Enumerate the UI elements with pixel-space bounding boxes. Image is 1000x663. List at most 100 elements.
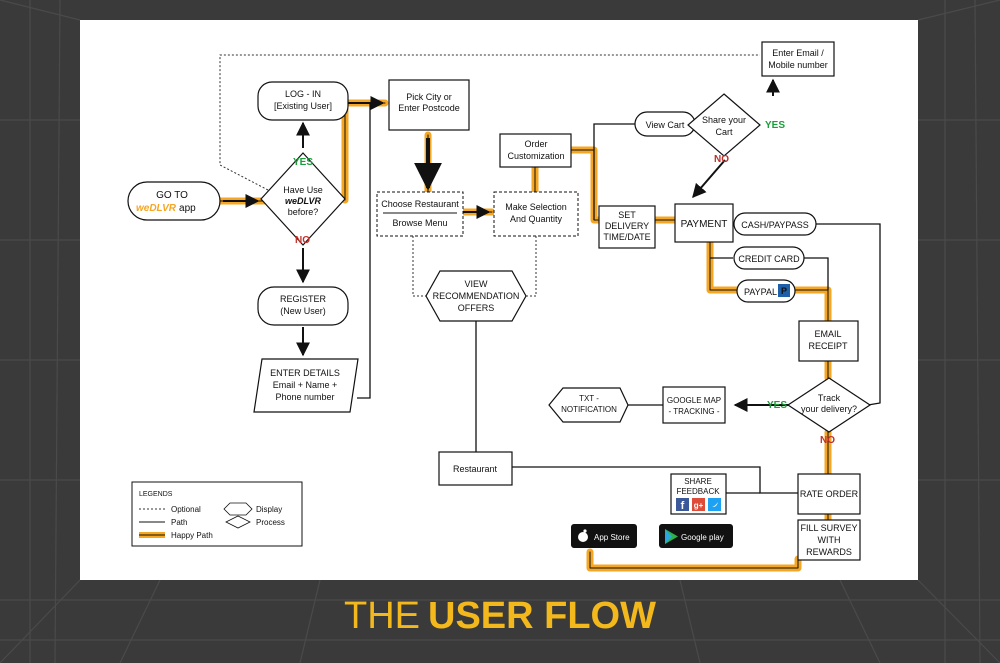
payment-node[interactable]: PAYMENT bbox=[674, 203, 734, 243]
google-map-tracking-node[interactable]: GOOGLE MAP - TRACKING - bbox=[662, 386, 726, 424]
enter-details-node[interactable]: ENTER DETAILS Email + Name + Phone numbe… bbox=[253, 358, 359, 413]
no-track-label: NO bbox=[820, 435, 835, 446]
paypal-node[interactable]: PAYPAL P bbox=[736, 279, 796, 303]
order-customization-node[interactable]: Order Customization bbox=[499, 133, 572, 168]
set-delivery-node[interactable]: SET DELIVERY TIME/DATE bbox=[598, 205, 656, 249]
twitter-icon[interactable] bbox=[708, 498, 721, 511]
share-feedback-node[interactable]: SHARE FEEDBACK f g+ bbox=[670, 473, 727, 515]
register-node[interactable]: REGISTER (New User) bbox=[257, 286, 349, 326]
make-selection-node[interactable]: Make Selection And Quantity bbox=[493, 191, 579, 237]
svg-text:f: f bbox=[681, 500, 685, 512]
txt-notification-node[interactable]: TXT - NOTIFICATION bbox=[548, 387, 629, 423]
paypal-icon-letter: P bbox=[781, 286, 787, 296]
facebook-icon[interactable] bbox=[676, 498, 689, 511]
track-label: Track bbox=[818, 393, 841, 403]
pick-city-node[interactable]: Pick City or Enter Postcode bbox=[388, 79, 470, 131]
enter-details-line3: Phone number bbox=[275, 392, 334, 402]
view-cart-label: View Cart bbox=[646, 120, 685, 130]
notification-label: NOTIFICATION bbox=[561, 405, 617, 414]
share-cart-decision[interactable]: Share your Cart bbox=[687, 93, 761, 157]
yes-track-label: YES bbox=[767, 400, 787, 411]
rate-order-node[interactable]: RATE ORDER bbox=[797, 473, 861, 515]
share-label: SHARE bbox=[684, 477, 712, 486]
email-label: EMAIL bbox=[814, 329, 841, 339]
restaurant-label: Restaurant bbox=[453, 464, 498, 474]
order-label: Order bbox=[524, 139, 547, 149]
track-delivery-decision[interactable]: Track your delivery? bbox=[786, 377, 872, 433]
login-label: LOG - IN bbox=[285, 89, 321, 99]
have-use-label: Have Use bbox=[283, 185, 323, 195]
register-sub: (New User) bbox=[280, 306, 326, 316]
app-store-badge[interactable]: App Store bbox=[571, 524, 637, 548]
choose-restaurant-node[interactable]: Choose Restaurant Browse Menu bbox=[376, 191, 464, 237]
have-use-brand: weDLVR bbox=[285, 196, 322, 206]
make-selection-sub: And Quantity bbox=[510, 214, 563, 224]
fill-survey-label: FILL SURVEY bbox=[800, 523, 857, 533]
rewards-label: REWARDS bbox=[806, 547, 852, 557]
legend-process: Process bbox=[256, 518, 285, 527]
paypal-label: PAYPAL bbox=[744, 287, 777, 297]
no-register-label: NO bbox=[295, 235, 310, 246]
legend-display: Display bbox=[256, 505, 282, 514]
restaurant-node[interactable]: Restaurant bbox=[438, 451, 513, 486]
apple-icon bbox=[578, 532, 588, 542]
go-to-tail: app bbox=[179, 203, 196, 214]
tracking-label: - TRACKING - bbox=[669, 407, 720, 416]
google-play-badge[interactable]: Google play bbox=[659, 524, 733, 548]
legend-happy-path: Happy Path bbox=[171, 531, 213, 540]
yes-share-label: YES bbox=[765, 120, 785, 131]
google-map-label: GOOGLE MAP bbox=[667, 396, 721, 405]
offers-label: OFFERS bbox=[458, 303, 495, 313]
view-recommendation-node[interactable]: VIEW RECOMMENDATION OFFERS bbox=[425, 270, 527, 322]
app-store-label: App Store bbox=[594, 533, 630, 542]
credit-card-node[interactable]: CREDIT CARD bbox=[733, 246, 805, 270]
cash-label: CASH/PAYPASS bbox=[741, 220, 809, 230]
payment-label: PAYMENT bbox=[681, 219, 728, 230]
fill-survey-node[interactable]: FILL SURVEY WITH REWARDS bbox=[797, 519, 861, 561]
google-play-label: Google play bbox=[681, 533, 724, 542]
feedback-label: FEEDBACK bbox=[676, 487, 720, 496]
rate-order-label: RATE ORDER bbox=[800, 489, 859, 499]
svg-text:g+: g+ bbox=[694, 501, 704, 510]
txt-label: TXT - bbox=[579, 394, 599, 403]
track-sub: your delivery? bbox=[801, 404, 857, 414]
set-label: SET bbox=[618, 210, 636, 220]
customization-label: Customization bbox=[507, 151, 564, 161]
choose-restaurant-label: Choose Restaurant bbox=[381, 199, 459, 209]
enter-email-label: Enter Email / bbox=[772, 48, 824, 58]
time-date-label: TIME/DATE bbox=[603, 232, 650, 242]
have-use-before: before? bbox=[288, 207, 319, 217]
have-use-decision[interactable]: Have Use weDLVR before? bbox=[260, 152, 346, 246]
enter-email-node[interactable]: Enter Email / Mobile number bbox=[761, 41, 835, 77]
login-node[interactable]: LOG - IN [Existing User] bbox=[257, 81, 349, 121]
page-title-bold: USER FLOW bbox=[428, 595, 656, 637]
legend-path: Path bbox=[171, 518, 187, 527]
page-title-light: THE bbox=[344, 595, 420, 637]
recommendation-label: RECOMMENDATION bbox=[433, 291, 520, 301]
login-sub: [Existing User] bbox=[274, 101, 332, 111]
receipt-label: RECEIPT bbox=[808, 341, 848, 351]
view-cart-node[interactable]: View Cart bbox=[634, 111, 696, 137]
go-to-brand: weDLVR bbox=[136, 203, 177, 214]
cash-paypass-node[interactable]: CASH/PAYPASS bbox=[733, 212, 817, 236]
make-selection-label: Make Selection bbox=[505, 202, 567, 212]
solid-paths bbox=[223, 78, 881, 494]
legend-process-shape bbox=[225, 515, 251, 529]
enter-details-line2: Email + Name + bbox=[273, 380, 338, 390]
google-plus-icon[interactable] bbox=[692, 498, 705, 511]
legend-title: LEGENDS bbox=[139, 491, 173, 498]
pick-city-label: Pick City or bbox=[406, 92, 452, 102]
register-label: REGISTER bbox=[280, 294, 327, 304]
paypal-icon bbox=[778, 284, 790, 297]
email-receipt-node[interactable]: EMAIL RECEIPT bbox=[798, 320, 859, 362]
share-cart-sub: Cart bbox=[715, 127, 733, 137]
enter-details-label: ENTER DETAILS bbox=[270, 368, 340, 378]
delivery-label: DELIVERY bbox=[605, 221, 649, 231]
share-cart-label: Share your bbox=[702, 115, 746, 125]
